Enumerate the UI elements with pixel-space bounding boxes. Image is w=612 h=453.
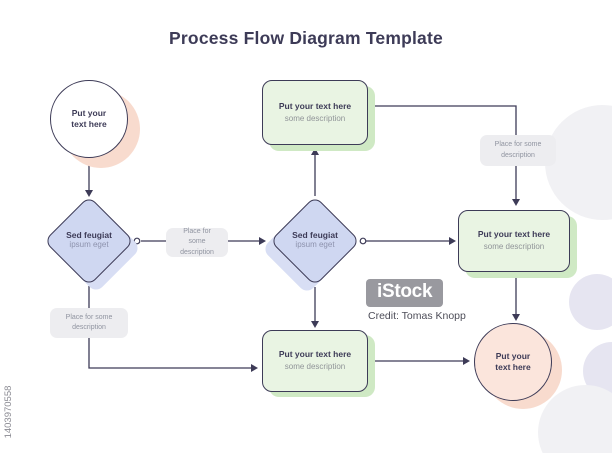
top-box-title: Put your text here <box>278 100 352 111</box>
deco-circle-right-mid <box>569 274 612 330</box>
end-circle-text-line1: Put your <box>495 351 531 362</box>
process-box-right: Put your text here some description <box>458 210 570 272</box>
center-diamond-title: Sed feugiat <box>292 230 338 240</box>
process-box-bottom: Put your text here some description <box>262 330 368 392</box>
center-diamond-subtitle: ipsum eget <box>295 240 335 249</box>
arrow-top-box-to-right-box <box>368 105 517 200</box>
watermark-credit: Credit: Tomas Knopp <box>366 310 468 322</box>
arrowheads <box>85 148 520 372</box>
start-circle-text-line2: text here <box>71 119 107 129</box>
process-box-top: Put your text here some description <box>262 80 368 145</box>
connector-label-top-to-right: Place for some description <box>480 135 556 166</box>
bottom-box-subtitle: some description <box>284 362 346 372</box>
decision-diamond-left-label: Sed feugiat ipsum eget <box>44 230 134 250</box>
connector-label-left-to-bottom: Place for some description <box>50 308 128 338</box>
end-circle-text-line2: text here <box>495 362 531 372</box>
left-diamond-subtitle: ipsum eget <box>69 240 109 249</box>
image-id-label: 1403970558 <box>3 385 14 439</box>
top-box-subtitle: some description <box>284 113 346 123</box>
end-circle: Put your text here <box>474 323 552 401</box>
left-diamond-title: Sed feugiat <box>66 230 112 240</box>
start-circle-text-line1: Put your <box>71 108 107 119</box>
watermark-credit-text: Credit: Tomas Knopp <box>366 310 468 322</box>
page-title: Process Flow Diagram Template <box>169 28 443 48</box>
right-box-title: Put your text here <box>477 229 551 240</box>
decision-diamond-center-label: Sed feugiat ipsum eget <box>270 230 360 250</box>
connector-label-left-to-center: Place for some description <box>166 228 228 257</box>
start-circle: Put your text here <box>50 80 128 158</box>
istock-logo: iStock <box>366 279 444 307</box>
bottom-box-title: Put your text here <box>278 349 352 360</box>
right-box-subtitle: some description <box>483 242 545 252</box>
istock-watermark: iStock Credit: Tomas Knopp <box>366 279 468 322</box>
